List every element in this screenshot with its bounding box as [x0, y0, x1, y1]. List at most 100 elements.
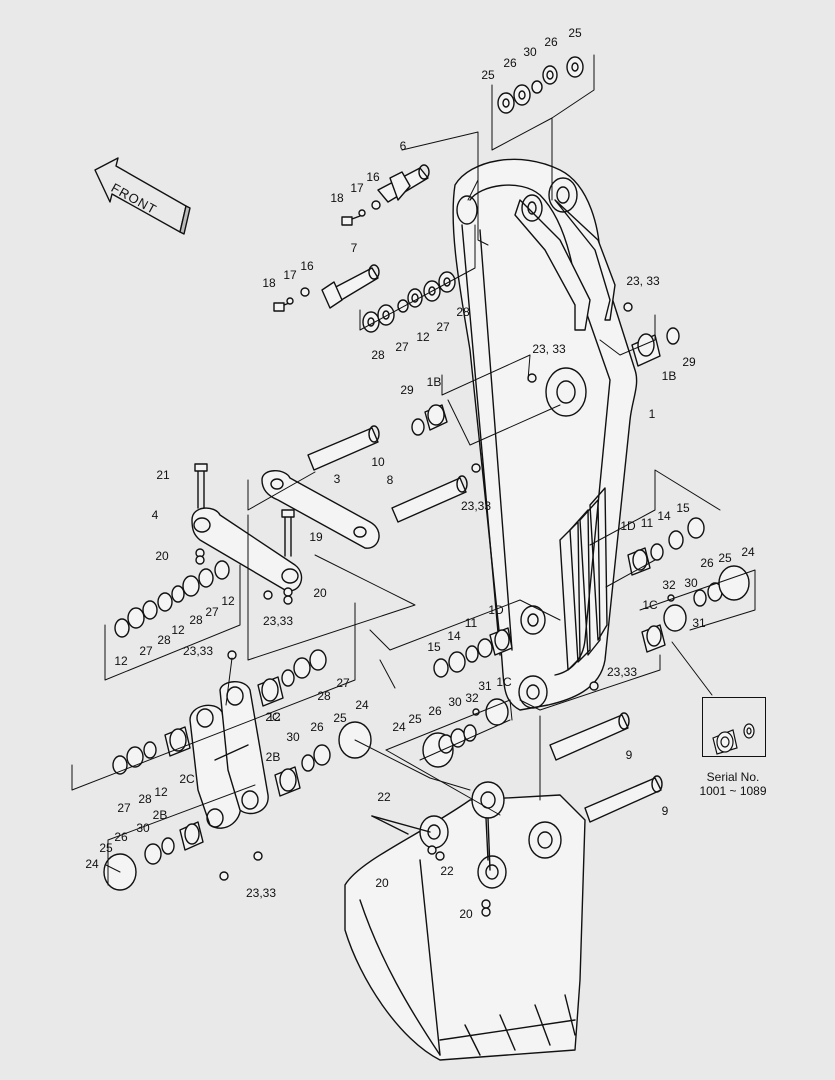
callout-c20b: 20 — [313, 586, 327, 600]
callout-c30b: 30 — [684, 576, 698, 590]
callout-c30d: 30 — [448, 695, 462, 709]
callout-c25c: 25 — [718, 551, 732, 565]
callout-c24d: 24 — [85, 857, 99, 871]
callout-c27d: 27 — [205, 605, 219, 619]
callout-c30a: 30 — [523, 45, 537, 59]
callout-c8: 8 — [386, 473, 394, 487]
callout-c24b: 24 — [355, 698, 369, 712]
callout-c2Ba: 2B — [265, 750, 281, 764]
bushing-detail-icon — [712, 723, 755, 755]
callout-c1: 1 — [648, 407, 656, 421]
callout-c22b: 22 — [440, 864, 454, 878]
callout-c1Bb: 1B — [426, 375, 442, 389]
callout-c2333f: 23,33 — [606, 665, 638, 679]
callout-c10: 10 — [371, 455, 385, 469]
callout-c9b: 9 — [661, 804, 669, 818]
callout-c20a: 20 — [155, 549, 169, 563]
callout-c28d: 28 — [189, 613, 203, 627]
callout-c1Da: 1D — [620, 519, 636, 533]
callout-c24c: 24 — [392, 720, 406, 734]
callout-c25f: 25 — [99, 841, 113, 855]
callout-c2333b: 23, 33 — [532, 342, 566, 356]
callout-c12e: 12 — [267, 710, 281, 724]
callout-c4: 4 — [151, 508, 159, 522]
callout-c27c: 27 — [139, 644, 153, 658]
callout-c2333d: 23,33 — [262, 614, 294, 628]
callout-c25d: 25 — [333, 711, 347, 725]
callout-c16b: 16 — [300, 259, 314, 273]
callout-c30c: 30 — [286, 730, 300, 744]
pin-9b — [584, 775, 663, 823]
serial-detail-box — [702, 697, 766, 757]
callout-c26c: 26 — [700, 556, 714, 570]
callout-c2333g: 23,33 — [245, 886, 277, 900]
callout-c25b: 25 — [568, 26, 582, 40]
callout-c30e: 30 — [136, 821, 150, 835]
callout-c27e: 27 — [336, 676, 350, 690]
callout-c19: 19 — [309, 530, 323, 544]
leader-lines — [71, 54, 756, 886]
callout-c17a: 17 — [350, 181, 364, 195]
serial-label: Serial No. — [706, 770, 760, 784]
callout-c11a: 11 — [640, 516, 654, 530]
h-link — [189, 681, 269, 829]
callout-c2C: 2C — [179, 772, 195, 786]
callout-c12d: 12 — [221, 594, 235, 608]
callout-c25a: 25 — [481, 68, 495, 82]
front-arrow-icon — [94, 157, 191, 235]
callout-c18a: 18 — [330, 191, 344, 205]
pin-9a — [549, 712, 630, 761]
serial-caption: Serial No. 1001 ~ 1089 — [699, 770, 766, 798]
callout-c20d: 20 — [459, 907, 473, 921]
callout-c14b: 14 — [447, 629, 461, 643]
callout-c29b: 29 — [400, 383, 414, 397]
callout-c26d: 26 — [310, 720, 324, 734]
callout-c26e: 26 — [428, 704, 442, 718]
callout-c29a: 29 — [682, 355, 696, 369]
bucket — [344, 781, 586, 1061]
link-3 — [261, 470, 380, 549]
callout-c12c: 12 — [171, 623, 185, 637]
callout-c25e: 25 — [408, 712, 422, 726]
callout-c18b: 18 — [262, 276, 276, 290]
boom-arm — [452, 158, 638, 711]
callout-c12f: 12 — [154, 785, 168, 799]
callout-c31a: 31 — [692, 616, 706, 630]
callout-c12b: 12 — [114, 654, 128, 668]
pin-6 — [377, 164, 430, 203]
callout-c21: 21 — [156, 468, 170, 482]
callout-c2333a: 23, 33 — [626, 274, 660, 288]
callout-c26a: 26 — [503, 56, 517, 70]
bolt-19 — [281, 509, 295, 557]
callout-c2Bb: 2B — [152, 808, 168, 822]
callout-c1Cb: 1C — [496, 675, 512, 689]
callout-c28e: 28 — [317, 689, 331, 703]
callout-c22a: 22 — [377, 790, 391, 804]
callout-c16a: 16 — [366, 170, 380, 184]
pin-7 — [321, 264, 380, 309]
callout-c2333c: 23,33 — [460, 499, 492, 513]
callout-c2333e: 23,33 — [182, 644, 214, 658]
callout-c1Ca: 1C — [642, 598, 658, 612]
callout-c20c: 20 — [375, 876, 389, 890]
pin-10 — [307, 425, 380, 471]
link-4 — [191, 507, 303, 592]
callout-c31b: 31 — [478, 679, 492, 693]
pin-8 — [391, 475, 468, 523]
callout-c28f: 28 — [138, 792, 152, 806]
callout-c17b: 17 — [283, 268, 297, 282]
callout-c7: 7 — [350, 241, 358, 255]
callout-c26b: 26 — [544, 35, 558, 49]
callout-c11b: 11 — [464, 616, 478, 630]
callout-c2Ca: 2C — [265, 710, 281, 724]
callout-c12a: 12 — [416, 330, 430, 344]
callout-c32a: 32 — [662, 578, 676, 592]
callout-c27a: 27 — [395, 340, 409, 354]
callout-c28b: 28 — [456, 305, 470, 319]
callout-c32b: 32 — [465, 691, 479, 705]
callout-c27f: 27 — [117, 801, 131, 815]
callout-c24a: 24 — [741, 545, 755, 559]
callout-c3: 3 — [333, 472, 341, 486]
